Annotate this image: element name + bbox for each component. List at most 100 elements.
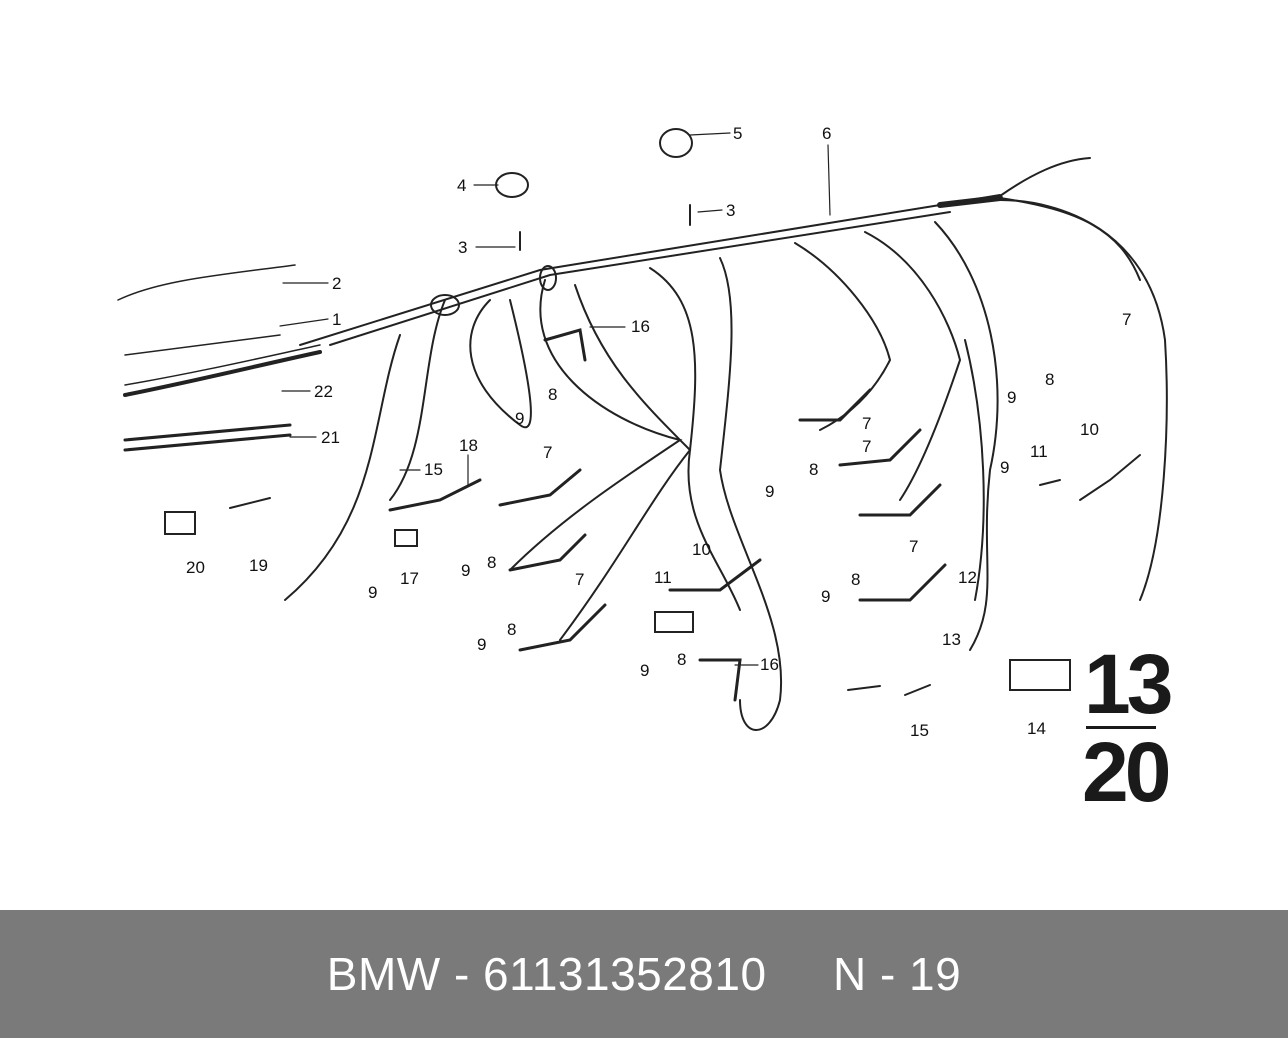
callout-16b: 16 [760, 655, 779, 674]
callout-9h: 9 [477, 635, 487, 654]
callout-10b: 10 [692, 540, 711, 559]
callout-10a: 10 [1080, 420, 1099, 439]
callout-9b: 9 [1007, 388, 1017, 407]
callout-16a: 16 [631, 317, 650, 336]
connector-7c [518, 603, 607, 652]
callout-6: 6 [822, 124, 832, 143]
clip-4 [495, 172, 529, 198]
part-19 [229, 497, 271, 509]
callout-3a: 3 [458, 238, 468, 257]
connector-7d [798, 388, 872, 422]
drop-wire-h [794, 242, 892, 431]
drop-wire-d [509, 279, 683, 571]
callout-19: 19 [249, 556, 268, 575]
drop-wire-i [864, 231, 962, 501]
callout-8a: 8 [548, 385, 558, 404]
callout-4: 4 [457, 176, 467, 195]
callout-17: 17 [400, 569, 419, 588]
wiring-harness-illustration [117, 128, 1168, 731]
connector-10b [1079, 454, 1141, 501]
connector-16a [543, 328, 587, 362]
callout-11a: 11 [1030, 442, 1048, 461]
main-harness-line-lower [329, 211, 951, 346]
main-harness-line [299, 194, 1001, 346]
callout-7f: 7 [909, 537, 919, 556]
callout-8e: 8 [851, 570, 861, 589]
connector-18 [388, 478, 482, 512]
connector-7g [858, 563, 947, 602]
group-number-top: 13 [1084, 637, 1173, 731]
callout-9a: 9 [515, 409, 525, 428]
drop-wire-g [718, 257, 783, 731]
cable-1 [124, 334, 281, 356]
part-number-caption: BMW - 61131352810 N - 19 [326, 948, 962, 1000]
sheathed-cable-22-b [124, 344, 321, 386]
part-20 [164, 511, 196, 535]
callout-9i: 9 [640, 661, 650, 680]
drop-wire-k [964, 339, 985, 601]
leader-6 [827, 144, 831, 216]
callout-8f: 8 [507, 620, 517, 639]
part-14 [1009, 659, 1071, 691]
callout-8c: 8 [809, 460, 819, 479]
harness-tail-2 [999, 199, 1168, 601]
callout-7c: 7 [575, 570, 585, 589]
callout-7b: 7 [543, 443, 553, 462]
callout-20: 20 [186, 558, 205, 577]
callout-22: 22 [314, 382, 333, 401]
callout-9g: 9 [821, 587, 831, 606]
drop-wire-f [649, 267, 741, 611]
callout-15b: 15 [910, 721, 929, 740]
leader-3b [697, 209, 723, 213]
callout-11b: 11 [654, 568, 672, 587]
callout-8g: 8 [677, 650, 687, 669]
harness-tail-1 [999, 157, 1091, 197]
part-15b [904, 684, 931, 696]
callout-13: 13 [942, 630, 961, 649]
callout-1: 1 [332, 310, 342, 329]
connector-7f [858, 483, 942, 517]
callout-9c: 9 [765, 482, 775, 501]
callout-21: 21 [321, 428, 340, 447]
cable-2 [117, 264, 296, 301]
callout-8d: 8 [487, 553, 497, 572]
drop-wire-b [389, 299, 446, 501]
sheathed-cable-22 [123, 350, 322, 397]
callout-15a: 15 [424, 460, 443, 479]
connector-7b [508, 533, 587, 572]
callout-9d: 9 [1000, 458, 1010, 477]
drop-wire-a [284, 334, 401, 601]
connector-7e [838, 428, 922, 467]
leader-1 [279, 318, 329, 327]
grommet [430, 294, 460, 316]
connector-10 [668, 558, 762, 592]
callout-9f: 9 [368, 583, 378, 602]
callout-14: 14 [1027, 719, 1046, 738]
callout-7e: 7 [862, 437, 872, 456]
sheathed-cable-21 [123, 433, 292, 452]
callout-18: 18 [459, 436, 478, 455]
sheathed-cable-21-b [123, 423, 292, 442]
callout-8b: 8 [1045, 370, 1055, 389]
callout-7d: 7 [862, 414, 872, 433]
callout-3b: 3 [726, 201, 736, 220]
connector-16b [698, 658, 742, 702]
callout-2: 2 [332, 274, 342, 293]
connector-11b [1039, 479, 1061, 486]
leader-5 [689, 132, 731, 136]
part-17 [394, 529, 418, 547]
callout-12: 12 [958, 568, 977, 587]
parts-diagram: 1 2 3 3 4 5 6 7 7 7 7 7 7 8 8 8 8 8 8 8 … [117, 124, 1174, 819]
drop-wire-c [469, 299, 532, 429]
harness-sleeve [937, 195, 1003, 208]
callout-9e: 9 [461, 561, 471, 580]
group-number-bottom: 20 [1082, 725, 1171, 819]
clip-5 [659, 128, 693, 158]
drop-wire-j [934, 221, 999, 651]
callout-5: 5 [733, 124, 743, 143]
harness-tail-3 [999, 197, 1141, 281]
grommet-2 [539, 265, 557, 291]
callout-7a: 7 [1122, 310, 1132, 329]
group-number-divider [1086, 726, 1156, 729]
connector-7a [498, 468, 582, 507]
